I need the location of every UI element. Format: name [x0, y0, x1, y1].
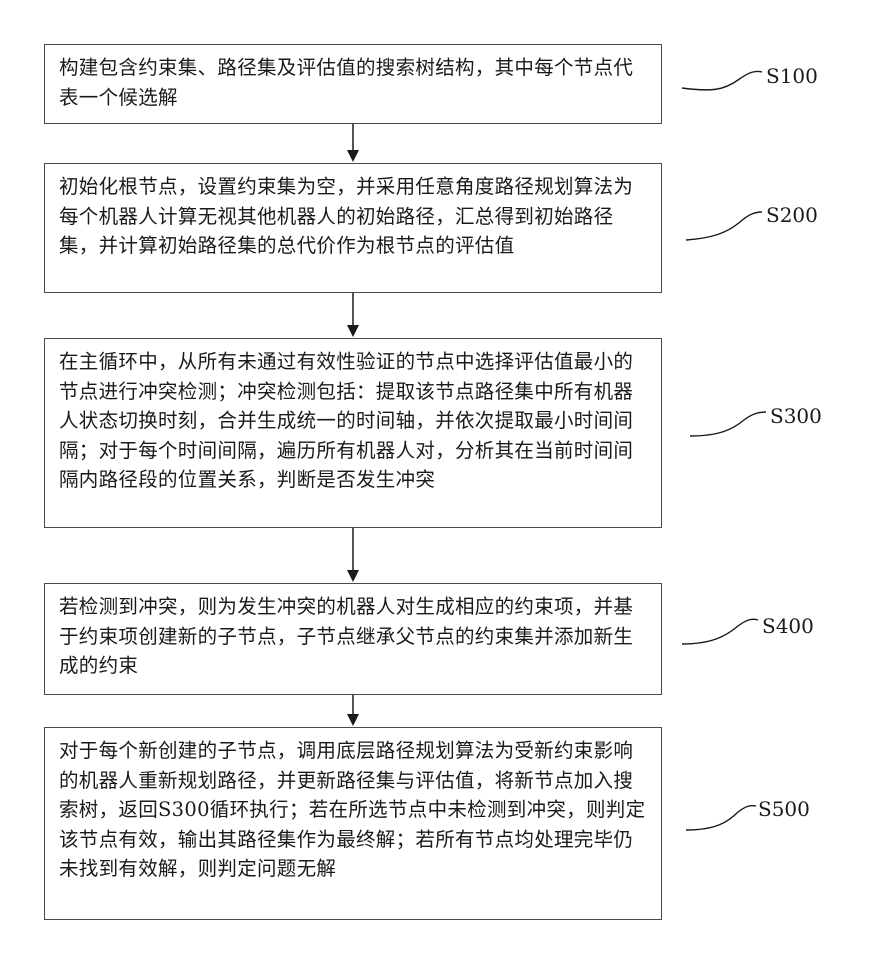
step-text-s200: 初始化根节点，设置约束集为空，并采用任意角度路径规划算法为每个机器人计算无视其他… — [59, 172, 647, 261]
step-text-s500: 对于每个新创建的子节点，调用底层路径规划算法为受新约束影响的机器人重新规划路径，… — [59, 736, 647, 884]
step-label-s100: S100 — [766, 64, 818, 88]
step-box-s300: 在主循环中，从所有未通过有效性验证的节点中选择评估值最小的节点进行冲突检测；冲突… — [44, 338, 662, 528]
leader-line-s400 — [682, 619, 758, 644]
step-label-s200: S200 — [766, 203, 818, 227]
flow-arrow-s400-s500 — [347, 695, 359, 726]
leader-line-s100 — [682, 71, 762, 90]
step-text-s300: 在主循环中，从所有未通过有效性验证的节点中选择评估值最小的节点进行冲突检测；冲突… — [59, 347, 647, 495]
step-box-s200: 初始化根节点，设置约束集为空，并采用任意角度路径规划算法为每个机器人计算无视其他… — [44, 163, 662, 293]
flow-arrow-s200-s300 — [347, 293, 359, 337]
step-label-s400: S400 — [762, 614, 814, 638]
step-box-s500: 对于每个新创建的子节点，调用底层路径规划算法为受新约束影响的机器人重新规划路径，… — [44, 727, 662, 920]
step-label-s500: S500 — [758, 797, 810, 821]
step-text-s400: 若检测到冲突，则为发生冲突的机器人对生成相应的约束项，并基于约束项创建新的子节点… — [59, 592, 647, 681]
leader-line-s200 — [686, 212, 762, 240]
leader-line-s300 — [690, 412, 766, 436]
step-label-s300: S300 — [770, 404, 822, 428]
step-text-s100: 构建包含约束集、路径集及评估值的搜索树结构，其中每个节点代表一个候选解 — [59, 53, 647, 112]
leader-line-s500 — [686, 806, 756, 830]
step-box-s400: 若检测到冲突，则为发生冲突的机器人对生成相应的约束项，并基于约束项创建新的子节点… — [44, 583, 662, 695]
flow-arrow-s300-s400 — [347, 528, 359, 582]
flow-arrow-s100-s200 — [347, 124, 359, 162]
step-box-s100: 构建包含约束集、路径集及评估值的搜索树结构，其中每个节点代表一个候选解 — [44, 44, 662, 124]
